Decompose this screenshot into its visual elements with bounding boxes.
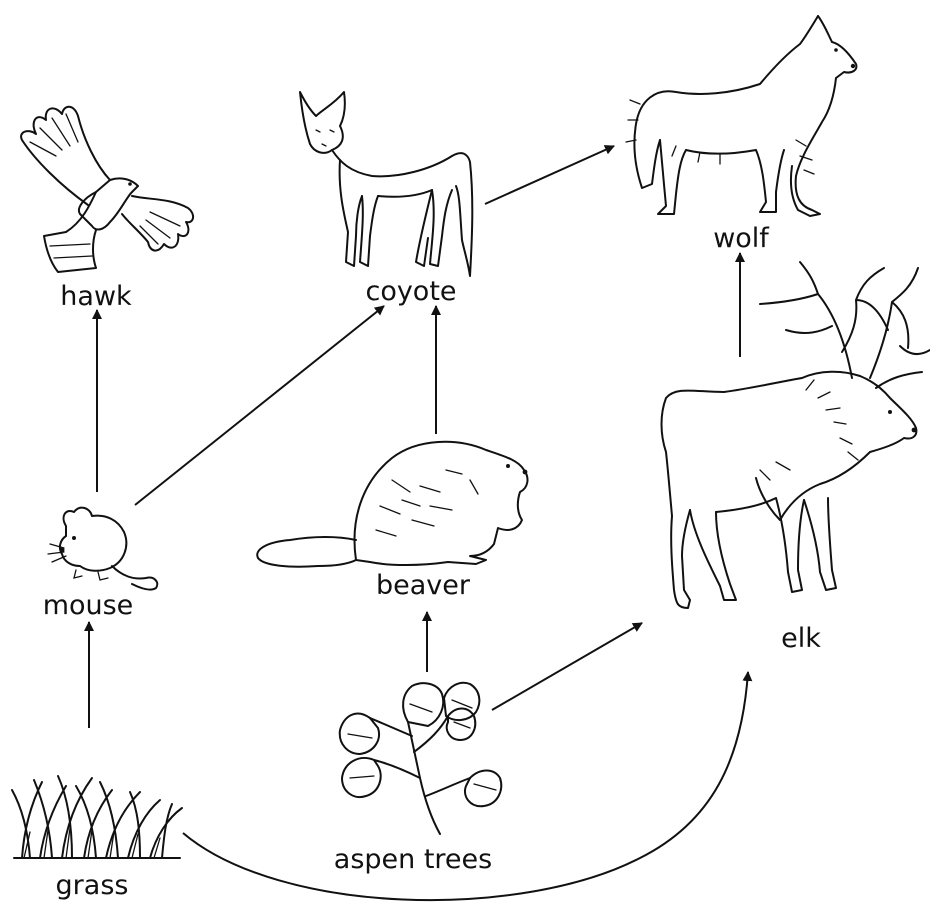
label-grass: grass [56, 872, 129, 899]
arrow-aspen-to-elk [492, 623, 642, 710]
arrow-coyote-to-wolf [485, 146, 614, 204]
coyote-illustration [300, 92, 472, 276]
label-hawk: hawk [60, 283, 131, 310]
hawk-illustration [21, 107, 193, 272]
edges [89, 146, 748, 900]
label-elk: elk [781, 625, 821, 652]
mouse-illustration [48, 508, 157, 590]
label-mouse: mouse [43, 592, 134, 619]
label-aspen-trees: aspen trees [334, 846, 492, 873]
grass-illustration [12, 776, 182, 858]
label-wolf: wolf [713, 225, 769, 252]
aspen-illustration [340, 683, 501, 834]
wolf-illustration [626, 16, 856, 216]
label-beaver: beaver [376, 572, 470, 599]
label-coyote: coyote [365, 278, 456, 305]
elk-illustration [662, 262, 930, 608]
arrow-mouse-to-coyote [135, 306, 384, 505]
beaver-illustration [257, 442, 527, 567]
